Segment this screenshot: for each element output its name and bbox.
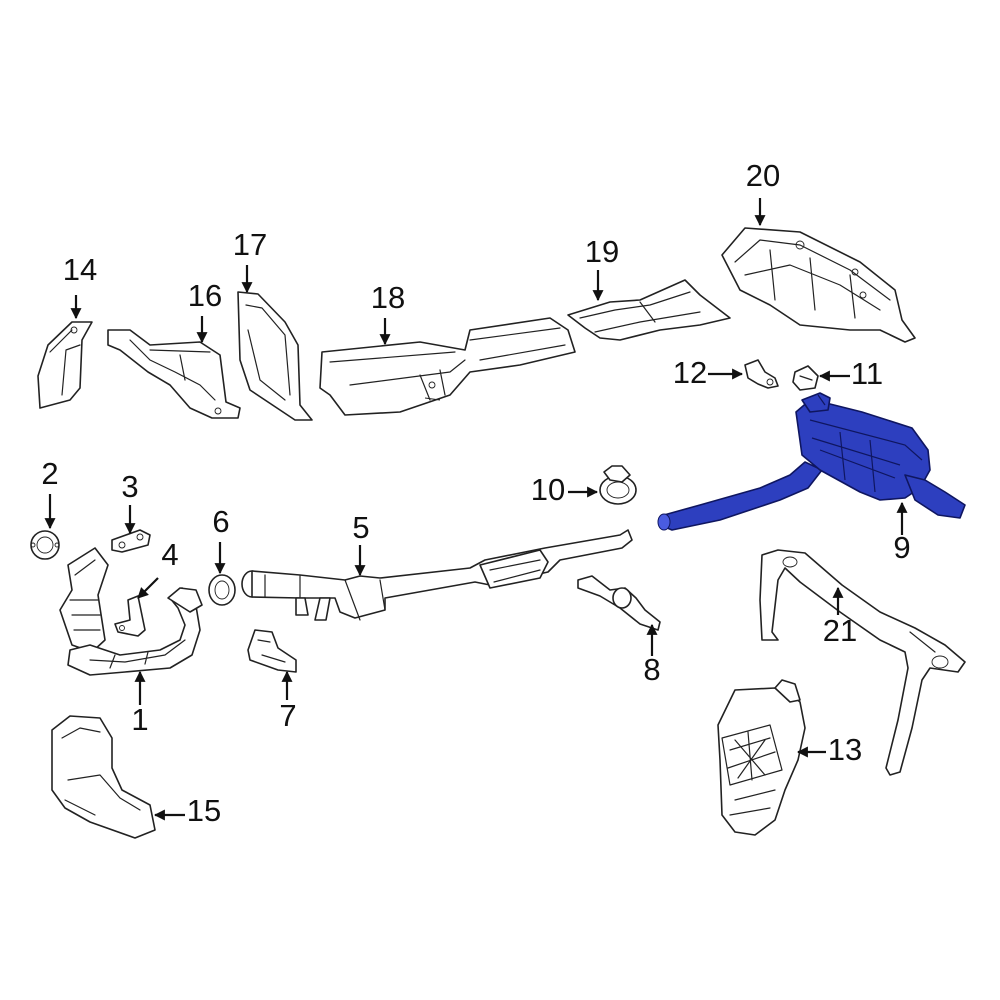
part-12-hanger[interactable] xyxy=(744,359,779,389)
callout-13: 13 xyxy=(828,732,862,767)
callout-numbers: 14 16 17 18 19 20 2 3 4 6 5 1 7 8 10 12 … xyxy=(41,158,910,828)
callout-7: 7 xyxy=(279,698,296,733)
callout-16: 16 xyxy=(188,278,222,313)
part-10-clamp[interactable] xyxy=(599,465,637,505)
part-21-brace[interactable] xyxy=(759,549,966,776)
callout-5: 5 xyxy=(352,510,369,545)
callout-18: 18 xyxy=(371,280,405,315)
callout-2: 2 xyxy=(41,456,58,491)
part-3-bracket[interactable] xyxy=(111,529,151,553)
part-11-clip[interactable] xyxy=(792,365,819,391)
part-8-hanger[interactable] xyxy=(577,575,661,631)
part-6-gasket[interactable] xyxy=(208,574,236,606)
part-13-actuator[interactable] xyxy=(717,679,806,836)
callout-20: 20 xyxy=(746,158,780,193)
callout-leaders xyxy=(44,198,908,821)
part-20-heat-shield[interactable] xyxy=(721,227,916,343)
part-9-rear-muffler[interactable] xyxy=(657,392,966,531)
part-14-heat-shield[interactable] xyxy=(37,321,93,409)
callout-14: 14 xyxy=(63,252,97,287)
callout-19: 19 xyxy=(585,234,619,269)
part-7-hanger[interactable] xyxy=(247,629,297,673)
part-15-underbody-shield[interactable] xyxy=(51,715,156,839)
part-4-bracket[interactable] xyxy=(114,595,146,637)
part-19-heat-shield[interactable] xyxy=(567,279,731,341)
part-16-heat-shield[interactable] xyxy=(107,329,241,419)
callout-9: 9 xyxy=(893,530,910,565)
callout-17: 17 xyxy=(233,227,267,262)
callout-4: 4 xyxy=(161,537,178,572)
leader-4 xyxy=(137,577,159,599)
part-5-intermediate-pipe[interactable] xyxy=(241,529,633,621)
part-2-gasket[interactable] xyxy=(30,530,60,560)
callout-10: 10 xyxy=(531,472,565,507)
callout-8: 8 xyxy=(643,652,660,687)
callout-6: 6 xyxy=(212,504,229,539)
callout-11: 11 xyxy=(851,356,883,391)
part-1-front-pipe-converter[interactable] xyxy=(59,547,203,676)
part-18-heat-shield[interactable] xyxy=(319,317,576,416)
part-17-heat-shield[interactable] xyxy=(237,291,313,421)
callout-1: 1 xyxy=(131,702,148,737)
callout-21: 21 xyxy=(823,613,857,648)
callout-12: 12 xyxy=(673,355,707,390)
callout-15: 15 xyxy=(187,793,221,828)
callout-3: 3 xyxy=(121,469,138,504)
